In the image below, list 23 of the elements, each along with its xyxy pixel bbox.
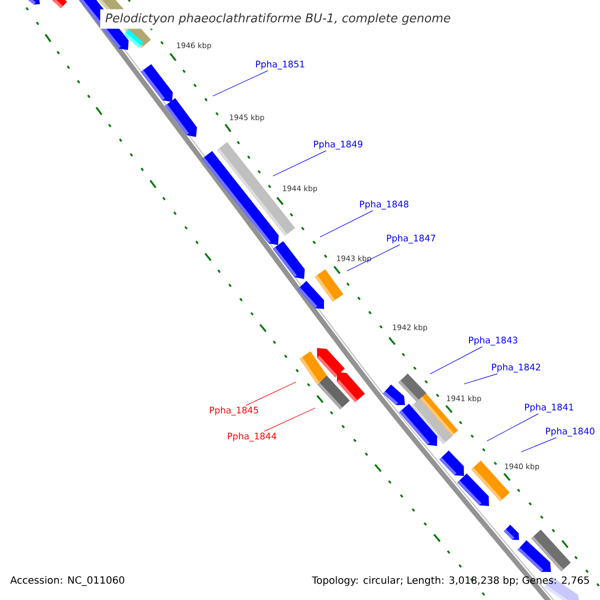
gene-label: Ppha_1843 (469, 336, 518, 346)
gene-label: Ppha_1849 (314, 140, 362, 150)
leader-line (272, 150, 326, 176)
leader-line (346, 244, 400, 272)
gene-label: Ppha_1848 (360, 200, 408, 210)
leader-line (320, 210, 373, 238)
footer-text: Accession: NC_011060 (10, 576, 124, 586)
leader-line (464, 373, 498, 384)
gene-label: Ppha_1842 (492, 364, 540, 372)
gene-label: Ppha_1841 (525, 404, 574, 412)
footer-text: Topology: circular; Length: 3,018,238 bp; Genes: 2,765 (312, 576, 589, 586)
gene-label: Ppha_1840 (546, 428, 594, 436)
title: Pelodictyon phaeoclathratiforme BU-1, complete genome (100, 9, 456, 29)
leader-line (430, 346, 483, 374)
leader-line (264, 408, 316, 432)
leader-line (486, 413, 539, 442)
gene-label: Ppha_1845 (210, 406, 258, 416)
gene-label: Ppha_1851 (256, 60, 304, 70)
leader-line (212, 70, 268, 96)
leader-line (520, 437, 556, 452)
leader-line (246, 382, 296, 406)
gene-label: Ppha_1844 (228, 432, 276, 442)
gene-label: Ppha_1847 (387, 234, 436, 244)
